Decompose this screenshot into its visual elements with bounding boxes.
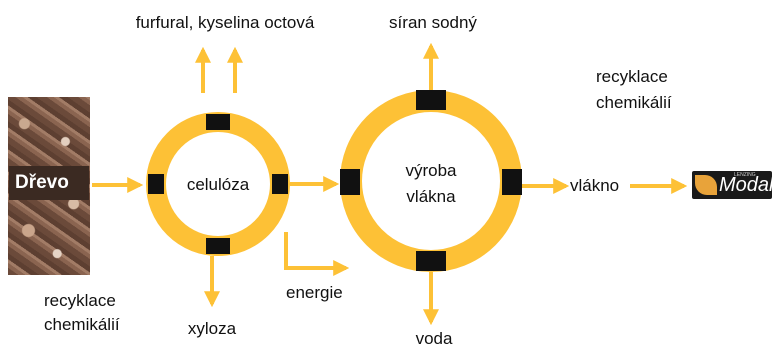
fiber-node-bottom xyxy=(416,251,446,271)
modal-logo-small-text: LENZING xyxy=(734,172,756,178)
label-recycling-right-line2: chemikálií xyxy=(596,93,672,112)
cellulose-node-bottom xyxy=(206,238,230,254)
label-energy: energie xyxy=(286,283,343,302)
arrow-energy xyxy=(284,232,350,276)
label-xylose: xyloza xyxy=(187,319,237,338)
label-recycling-left-line2: chemikálií xyxy=(44,315,120,334)
label-recycling-right-line1: recyklace xyxy=(596,67,668,86)
label-recycling-left-line1: recyklace xyxy=(44,291,116,310)
cellulose-node-top xyxy=(206,114,230,130)
cellulose-node-right xyxy=(272,174,288,194)
fiber-node-right xyxy=(502,169,522,195)
leaf-icon xyxy=(695,175,717,195)
label-cellulose: celulóza xyxy=(186,175,250,194)
label-fiber: vlákno xyxy=(570,176,620,195)
fiber-node-left xyxy=(340,169,360,195)
label-water: voda xyxy=(415,329,453,348)
modal-logo-text: Modal xyxy=(719,174,774,196)
wood-label: Dřevo xyxy=(9,166,89,200)
label-sodium-sulfate: síran sodný xyxy=(389,13,477,32)
label-furfural: furfural, kyselina octová xyxy=(135,13,315,32)
cellulose-node-left xyxy=(148,174,164,194)
label-fiber-production-line1: výroba xyxy=(405,161,457,180)
label-fiber-production-line2: vlákna xyxy=(406,187,456,206)
fiber-node-top xyxy=(416,90,446,110)
modal-logo: LENZING Modal xyxy=(692,171,774,199)
